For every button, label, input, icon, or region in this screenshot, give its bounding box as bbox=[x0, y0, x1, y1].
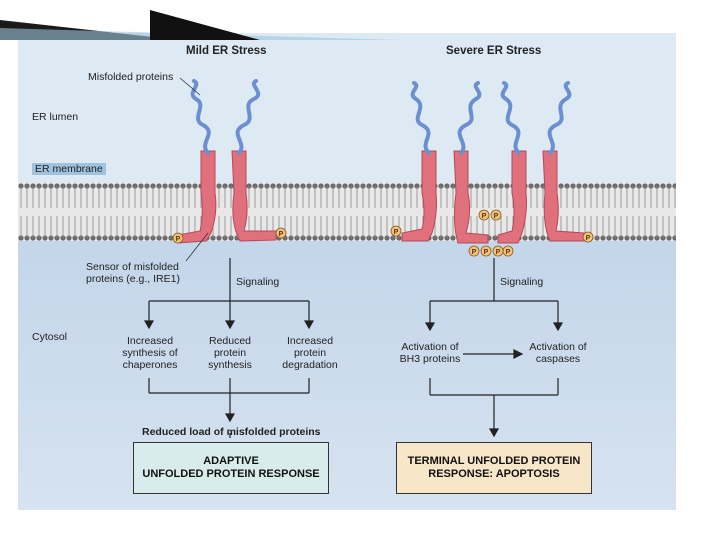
adaptive-box-line1: ADAPTIVE bbox=[203, 455, 259, 467]
outcome-line: chaperones bbox=[122, 359, 178, 371]
outcome-line: Increased bbox=[286, 335, 334, 347]
adaptive-upr-box: ADAPTIVE UNFOLDED PROTEIN RESPONSE bbox=[133, 442, 329, 494]
phosphate-label: P bbox=[506, 249, 511, 256]
outcome-line: protein bbox=[293, 347, 327, 359]
phosphate-label: P bbox=[484, 249, 489, 256]
caspase-line1: Activation of bbox=[529, 341, 587, 353]
label-reduced-load: Reduced load of misfolded proteins bbox=[142, 426, 321, 438]
phosphate-label: P bbox=[482, 213, 487, 220]
outcome-line: Increased bbox=[126, 335, 174, 347]
label-mild-signaling: Signaling bbox=[236, 276, 280, 288]
label-sensor-line2: proteins (e.g., IRE1) bbox=[86, 273, 180, 285]
label-er-lumen: ER lumen bbox=[32, 111, 79, 123]
phosphate-circle bbox=[502, 245, 514, 257]
label-misfolded-proteins: Misfolded proteins bbox=[88, 71, 174, 83]
mild-outcome-reduced-synthesis: Reduced protein synthesis bbox=[196, 335, 264, 371]
mild-misfolded-proteins bbox=[190, 79, 261, 155]
slide-corner-decoration bbox=[0, 10, 400, 40]
outcome-line: synthesis bbox=[208, 359, 252, 371]
label-severe-signaling: Signaling bbox=[500, 276, 544, 288]
terminal-box-line1: TERMINAL UNFOLDED PROTEIN bbox=[407, 455, 581, 467]
outcome-line: Reduced bbox=[208, 335, 252, 347]
phosphate-label: P bbox=[586, 235, 591, 242]
severe-sensors bbox=[401, 150, 585, 244]
terminal-box-line2: RESPONSE: APOPTOSIS bbox=[428, 468, 560, 480]
heading-severe-er-stress: Severe ER Stress bbox=[446, 45, 542, 57]
heading-mild-er-stress: Mild ER Stress bbox=[186, 45, 267, 57]
phosphate-circle bbox=[582, 231, 594, 243]
label-sensor-line1: Sensor of misfolded bbox=[86, 261, 179, 273]
phosphate-label: P bbox=[494, 213, 499, 220]
phosphate-circle bbox=[478, 209, 490, 221]
phosphate-circle bbox=[480, 245, 492, 257]
phosphate-circle bbox=[390, 225, 402, 237]
phosphate-circle bbox=[172, 232, 184, 244]
adaptive-box-line2: UNFOLDED PROTEIN RESPONSE bbox=[142, 468, 320, 480]
bh3-line1: Activation of bbox=[401, 341, 459, 353]
bh3-line2: BH3 proteins bbox=[399, 353, 461, 365]
mild-outcome-degradation: Increased protein degradation bbox=[274, 335, 346, 371]
phosphate-circle bbox=[490, 209, 502, 221]
phosphate-label: P bbox=[496, 249, 501, 256]
label-er-membrane: ER membrane bbox=[32, 163, 106, 175]
label-cytosol: Cytosol bbox=[32, 331, 68, 343]
outcome-line: degradation bbox=[282, 359, 338, 371]
severe-bh3-activation: Activation of BH3 proteins bbox=[390, 341, 470, 365]
outcome-line: synthesis of bbox=[122, 347, 178, 359]
phosphate-circle bbox=[275, 227, 287, 239]
outcome-line: protein bbox=[213, 347, 247, 359]
membrane-bilayer bbox=[18, 183, 676, 241]
phosphate-label: P bbox=[279, 231, 284, 238]
severe-arrows bbox=[424, 258, 564, 438]
severe-misfolded-proteins bbox=[410, 81, 572, 155]
mild-outcome-chaperones: Increased synthesis of chaperones bbox=[116, 335, 184, 371]
callout-lines bbox=[179, 77, 209, 262]
severe-caspase-activation: Activation of caspases bbox=[518, 341, 598, 365]
terminal-upr-box: TERMINAL UNFOLDED PROTEIN RESPONSE: APOP… bbox=[396, 442, 592, 494]
mild-arrows bbox=[143, 258, 315, 438]
phosphate-label: P bbox=[394, 229, 399, 236]
caspase-line2: caspases bbox=[535, 353, 581, 365]
phosphate-circle bbox=[468, 245, 480, 257]
phosphate-label: P bbox=[472, 249, 477, 256]
phosphate-label: P bbox=[176, 236, 181, 243]
